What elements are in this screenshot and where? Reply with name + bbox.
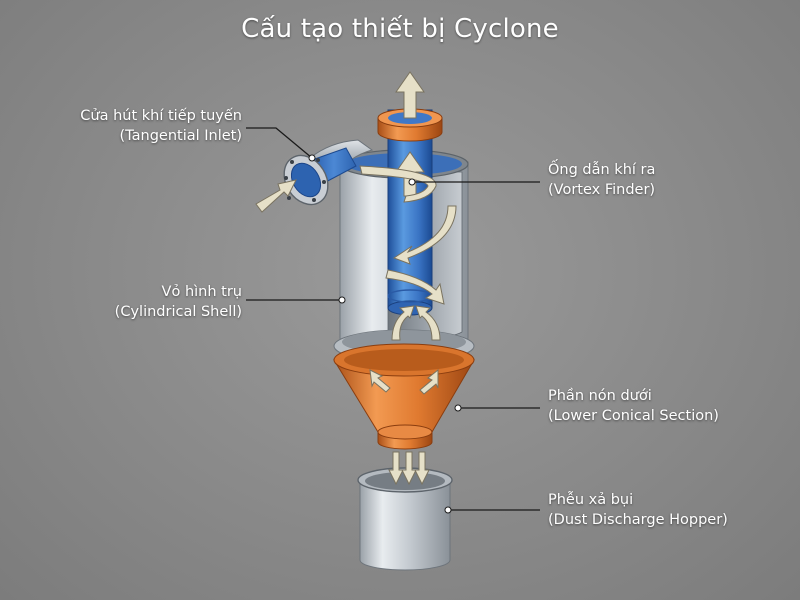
swirl-arrow-lower (385, 269, 445, 305)
label-shell-vi: Vỏ hình trụ (161, 284, 242, 300)
label-vortex-vi: Ống dẫn khí ra (548, 162, 656, 178)
label-vortex-en: (Vortex Finder) (548, 182, 656, 198)
tangential-inlet (283, 139, 374, 206)
label-hopper-en: (Dust Discharge Hopper) (548, 512, 728, 528)
label-inlet-vi: Cửa hút khí tiếp tuyến (80, 108, 242, 124)
label-dust-discharge-hopper: Phễu xả bụi (Dust Discharge Hopper) (548, 490, 728, 530)
label-inlet-en: (Tangential Inlet) (119, 128, 243, 144)
label-lower-conical-section: Phần nón dưới (Lower Conical Section) (548, 386, 719, 426)
updraft-arrow-right (415, 305, 441, 341)
label-cone-vi: Phần nón dưới (548, 388, 652, 404)
dust-arrow-1 (388, 451, 404, 486)
label-cone-en: (Lower Conical Section) (548, 408, 719, 424)
inlet-arrow (255, 179, 297, 213)
lower-conical-section (333, 343, 475, 450)
updraft-arrow-left (391, 305, 415, 341)
label-tangential-inlet: Cửa hút khí tiếp tuyến (Tangential Inlet… (80, 106, 242, 146)
flow-arrows (255, 71, 457, 486)
label-shell-en: (Cylindrical Shell) (114, 304, 242, 320)
label-cylindrical-shell: Vỏ hình trụ (Cylindrical Shell) (115, 282, 242, 322)
label-vortex-finder: Ống dẫn khí ra (Vortex Finder) (548, 160, 655, 200)
diagram-title: Cấu tạo thiết bị Cyclone (241, 14, 559, 44)
outlet-arrow-top (395, 71, 425, 119)
dust-arrow-2 (401, 451, 417, 486)
leader-dots (308, 154, 462, 514)
swirl-arrow (359, 165, 437, 203)
dust-arrow-3 (414, 451, 430, 486)
leader-lines (246, 127, 540, 511)
down-arrow-right (419, 368, 439, 395)
vortex-finder-pipe (377, 108, 443, 316)
swirl-arrow-mid (392, 205, 457, 265)
leader-inlet (246, 127, 313, 159)
dust-discharge-hopper (357, 467, 453, 571)
down-arrow-left (369, 369, 391, 393)
label-hopper-vi: Phễu xả bụi (548, 492, 634, 508)
